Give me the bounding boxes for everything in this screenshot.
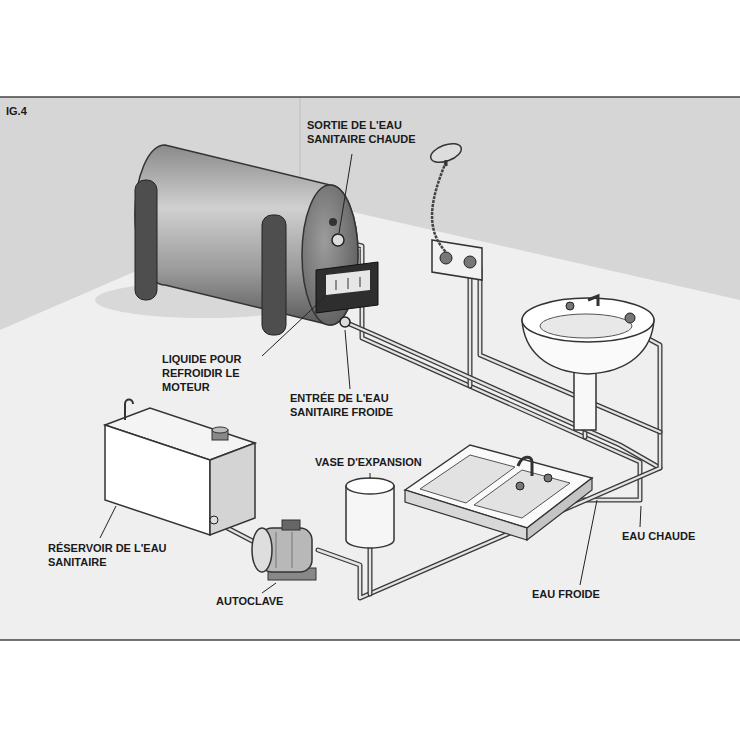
part-label: LIQUIDE POUR REFROIDIR LE MOTEUR (160, 352, 260, 395)
frame-line (0, 96, 740, 98)
water-heater (95, 145, 378, 335)
part-label: ENTRÉE DE L'EAU SANITAIRE FROIDE (288, 391, 416, 421)
part-label: EAU CHAUDE (620, 529, 697, 545)
part-label: AUTOCLAVE (214, 594, 285, 610)
part-label: VASE D'EXPANSION (313, 455, 424, 471)
leader-lines (100, 154, 641, 593)
water-tank (105, 400, 255, 536)
washbasin (522, 296, 654, 430)
figure-number: IG.4 (4, 104, 29, 120)
pump (252, 520, 316, 580)
frame-line (0, 639, 740, 641)
part-label: RÉSERVOIR DE L'EAU SANITAIRE (46, 541, 170, 571)
expansion-vessel (346, 478, 394, 548)
part-label: EAU FROIDE (530, 587, 602, 603)
shower (428, 140, 482, 280)
wall (0, 97, 740, 330)
part-label: SORTIE DE L'EAU SANITAIRE CHAUDE (305, 118, 429, 148)
sink (405, 445, 592, 540)
floor (0, 97, 740, 640)
